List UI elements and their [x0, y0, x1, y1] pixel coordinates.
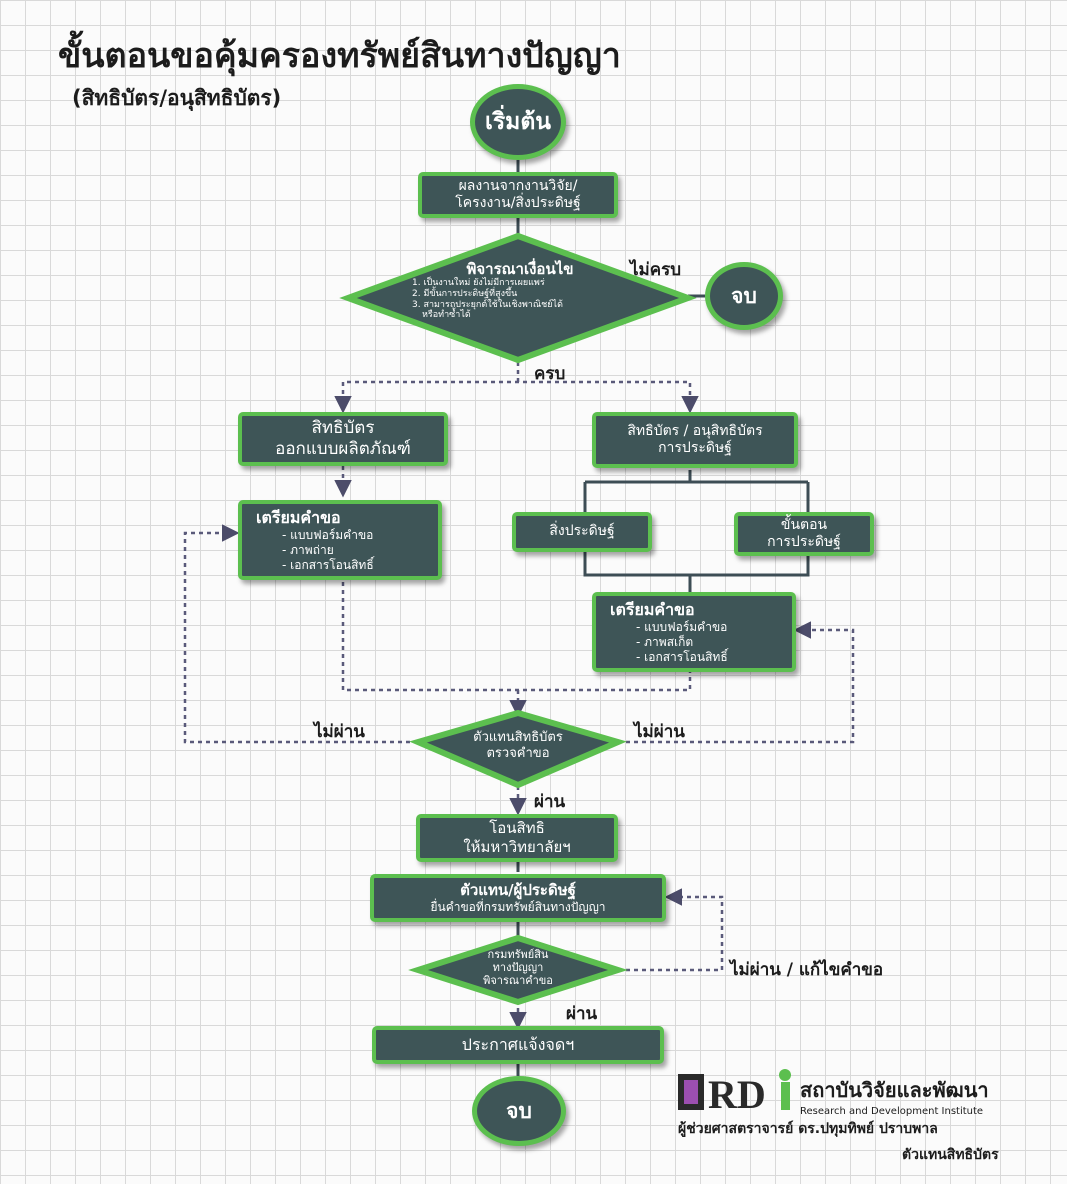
design-patent-line-1: สิทธิบัตร [311, 417, 375, 438]
consider-item-1: 1. เป็นงานใหม่ ยังไม่มีการเผยแพร่ [412, 278, 545, 288]
end-node-top: จบ [705, 262, 783, 330]
rdi-logo-mark: RD [678, 1069, 791, 1112]
process-node: ขั้นตอน การประดิษฐ์ [734, 512, 874, 556]
connector-prepare-merge [341, 582, 692, 692]
edge-label-pass-1: ผ่าน [534, 792, 566, 812]
announce-label: ประกาศแจ้งจดฯ [461, 1035, 575, 1054]
consider-heading: พิจารณาเงื่อนไข [466, 260, 574, 278]
prepare-right-item-1: - แบบฟอร์มคำขอ [636, 619, 728, 634]
connector-fail-left-loop [183, 524, 418, 744]
submit-line-1: ตัวแทน/ผู้ประดิษฐ์ [460, 881, 576, 900]
end-bottom-label: จบ [506, 1098, 532, 1123]
org-name-th: สถาบันวิจัยและพัฒนา [800, 1078, 989, 1102]
rdi-logo: RD [678, 1068, 796, 1112]
edge-label-fail-fix: ไม่ผ่าน / แก้ไขคำขอ [730, 960, 884, 980]
author-role: ตัวแทนสิทธิบัตร [902, 1147, 999, 1163]
dip-diamond [408, 934, 628, 1006]
svg-text:RD: RD [708, 1072, 766, 1112]
research-output-node: ผลงานจากงานวิจัย/ โครงงาน/สิ่งประดิษฐ์ [418, 172, 618, 218]
start-label: เริ่มต้น [484, 109, 552, 135]
agent-check-diamond [409, 709, 627, 789]
consider-diamond [339, 232, 697, 364]
org-name: สถาบันวิจัยและพัฒนา Research and Develop… [800, 1074, 989, 1117]
invention-patent-line-2: การประดิษฐ์ [658, 440, 732, 456]
transfer-line-1: โอนสิทธิ [489, 819, 545, 838]
process-line-2: การประดิษฐ์ [767, 534, 841, 550]
prepare-right-item-2: - ภาพสเก็ต [636, 634, 694, 649]
invention-node: สิ่งประดิษฐ์ [512, 512, 652, 552]
agent-check-line-2: ตรวจคำขอ [486, 745, 550, 761]
page-title: ขั้นตอนขอคุ้มครองทรัพย์สินทางปัญญา [58, 36, 621, 76]
transfer-line-2: ให้มหาวิทยาลัยฯ [463, 838, 571, 856]
agent-check-line-1: ตัวแทนสิทธิบัตร [473, 730, 563, 745]
edge-label-incomplete: ไม่ครบ [630, 260, 682, 280]
dip-line-2: ทางปัญญา [492, 961, 544, 975]
connector-split-two-patents [334, 380, 699, 414]
dip-line-1: กรมทรัพย์สิน [487, 948, 549, 961]
edge-label-pass-2: ผ่าน [566, 1004, 598, 1024]
end-node-bottom: จบ [472, 1076, 566, 1146]
prepare-request-left-node: เตรียมคำขอ - แบบฟอร์มคำขอ - ภาพถ่าย - เอ… [238, 500, 442, 580]
prepare-request-right-node: เตรียมคำขอ - แบบฟอร์มคำขอ - ภาพสเก็ต - เ… [592, 592, 796, 672]
transfer-rights-node: โอนสิทธิ ให้มหาวิทยาลัยฯ [416, 814, 618, 862]
edge-label-fail-left: ไม่ผ่าน [314, 722, 365, 742]
agent-check-label: ตัวแทนสิทธิบัตร ตรวจคำขอ [448, 730, 588, 761]
connector-branch-split [583, 470, 810, 512]
connector-fail-right-loop [618, 621, 855, 744]
consider-item-4: หรือทำซ้ำได้ [422, 310, 471, 321]
edge-label-complete: ครบ [534, 364, 566, 384]
start-node: เริ่มต้น [470, 84, 566, 160]
connector-branch-merge [583, 552, 810, 592]
design-patent-node: สิทธิบัตร ออกแบบผลิตภัณฑ์ [238, 412, 448, 466]
announce-node: ประกาศแจ้งจดฯ [372, 1026, 664, 1064]
research-output-line-1: ผลงานจากงานวิจัย/ [458, 177, 578, 194]
prepare-left-item-1: - แบบฟอร์มคำขอ [282, 527, 374, 542]
consider-item-3: 3. สามารถประยุกต์ใช้ในเชิงพาณิชย์ได้ [412, 299, 563, 310]
design-patent-line-2: ออกแบบผลิตภัณฑ์ [275, 439, 411, 459]
research-output-line-2: โครงงาน/สิ่งประดิษฐ์ [455, 195, 581, 211]
prepare-left-item-3: - เอกสารโอนสิทธิ์ [282, 557, 374, 572]
edge-label-fail-right: ไม่ผ่าน [634, 722, 685, 742]
submit-request-node: ตัวแทน/ผู้ประดิษฐ์ ยื่นคำขอที่กรมทรัพย์ส… [370, 874, 666, 922]
process-line-1: ขั้นตอน [780, 516, 828, 533]
submit-line-2: ยื่นคำขอที่กรมทรัพย์สินทางปัญญา [430, 899, 606, 914]
connector-fail-fix-loop [618, 888, 724, 972]
prepare-left-item-2: - ภาพถ่าย [282, 542, 334, 557]
prepare-right-heading: เตรียมคำขอ [610, 599, 695, 619]
prepare-right-item-3: - เอกสารโอนสิทธิ์ [636, 649, 728, 664]
end-top-label: จบ [731, 283, 757, 308]
prepare-left-heading: เตรียมคำขอ [256, 507, 341, 527]
invention-label: สิ่งประดิษฐ์ [549, 523, 615, 540]
consider-items: 1. เป็นงานใหม่ ยังไม่มีการเผยแพร่ 2. มีข… [412, 278, 632, 321]
org-name-en: Research and Development Institute [800, 1106, 984, 1117]
dip-consider-label: กรมทรัพย์สิน ทางปัญญา พิจารณาคำขอ [458, 948, 578, 988]
author-name: ผู้ช่วยศาสตราจารย์ ดร.ปทุมทิพย์ ปราบพาล [678, 1121, 938, 1137]
dip-line-3: พิจารณาคำขอ [483, 974, 553, 988]
page-subtitle: (สิทธิบัตร/อนุสิทธิบัตร) [72, 86, 282, 110]
invention-patent-line-1: สิทธิบัตร / อนุสิทธิบัตร [627, 422, 763, 439]
consider-item-2: 2. มีขั้นการประดิษฐ์ที่สูงขึ้น [412, 288, 518, 299]
invention-patent-node: สิทธิบัตร / อนุสิทธิบัตร การประดิษฐ์ [592, 412, 798, 468]
